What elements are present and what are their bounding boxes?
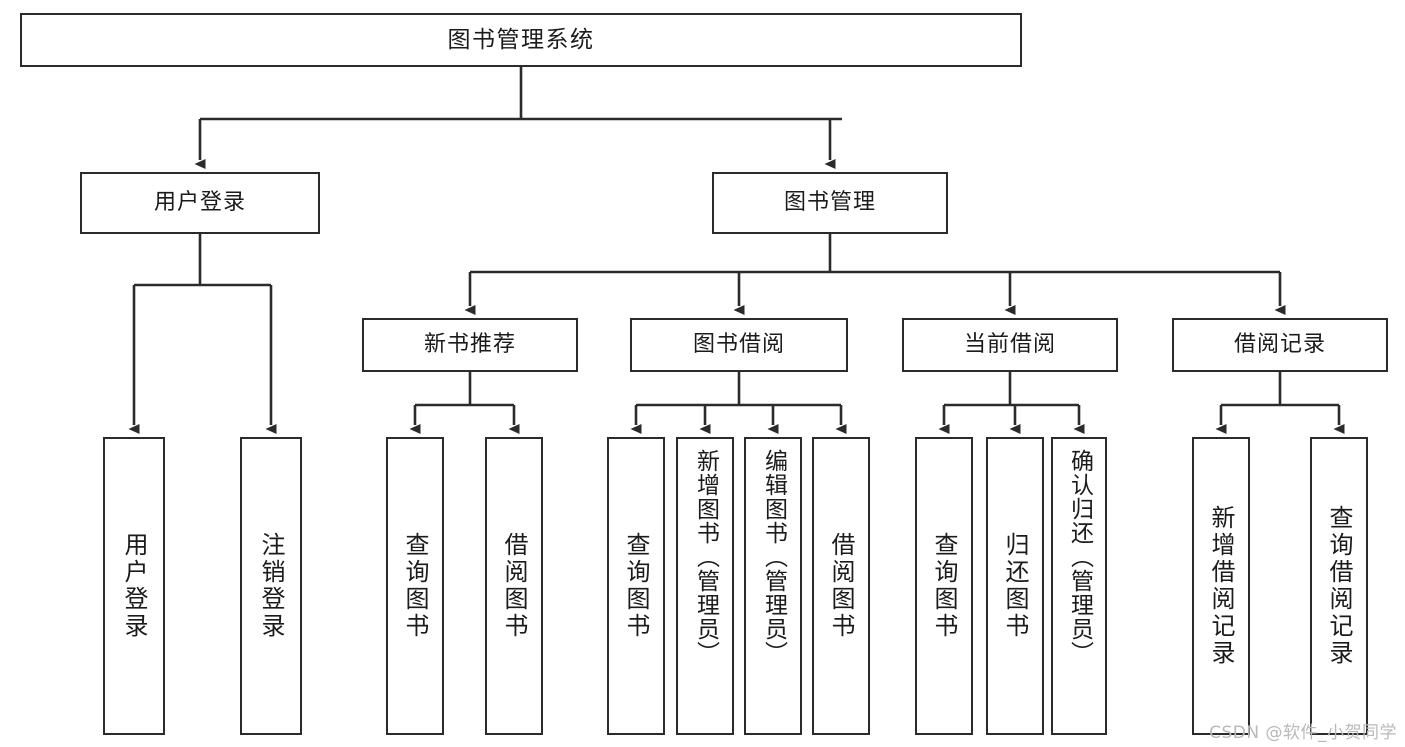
node-book-borrow[interactable]: 图书借阅 [630,318,848,372]
node-current-borrow[interactable]: 当前借阅 [902,318,1118,372]
node-leaf-borrow-book-rec[interactable]: 借阅图书 [485,437,543,735]
node-leaf-confirm-return[interactable]: 确认归还（管理员） [1051,437,1107,735]
node-user-login-label: 用户登录 [153,190,246,216]
node-current-borrow-label: 当前借阅 [963,332,1056,358]
node-leaf-query-book-current-label: 查询图书 [930,532,958,640]
node-leaf-borrow-book-borrow-label: 借阅图书 [827,532,855,640]
node-leaf-user-login-label: 用户登录 [120,532,148,640]
node-leaf-query-record[interactable]: 查询借阅记录 [1310,437,1368,735]
node-leaf-query-book-borrow[interactable]: 查询图书 [607,437,665,735]
node-new-book-rec[interactable]: 新书推荐 [362,318,578,372]
node-leaf-query-book-borrow-label: 查询图书 [622,532,650,640]
node-leaf-borrow-book-borrow[interactable]: 借阅图书 [812,437,870,735]
node-leaf-user-logout-label: 注销登录 [257,532,285,640]
node-leaf-confirm-return-label: 确认归还（管理员） [1066,449,1093,665]
node-leaf-add-book-label: 新增图书（管理员） [692,449,719,665]
node-leaf-borrow-book-rec-label: 借阅图书 [500,532,528,640]
node-book-manage-label: 图书管理 [783,190,876,216]
node-user-login[interactable]: 用户登录 [80,172,320,234]
node-book-borrow-label: 图书借阅 [692,332,785,358]
node-borrow-record[interactable]: 借阅记录 [1172,318,1388,372]
node-borrow-record-label: 借阅记录 [1233,332,1326,358]
node-leaf-return-book-label: 归还图书 [1001,532,1029,640]
node-leaf-return-book[interactable]: 归还图书 [986,437,1044,735]
node-leaf-user-logout[interactable]: 注销登录 [240,437,302,735]
node-book-manage[interactable]: 图书管理 [712,172,948,234]
node-leaf-add-record[interactable]: 新增借阅记录 [1192,437,1250,735]
node-root[interactable]: 图书管理系统 [20,13,1022,67]
node-leaf-add-record-label: 新增借阅记录 [1207,505,1235,667]
node-leaf-query-record-label: 查询借阅记录 [1325,505,1353,667]
watermark-text: CSDN @软件_小贺同学 [1209,723,1397,743]
node-leaf-query-book-rec[interactable]: 查询图书 [386,437,444,735]
node-leaf-add-book[interactable]: 新增图书（管理员） [676,437,734,735]
node-leaf-query-book-current[interactable]: 查询图书 [915,437,973,735]
node-new-book-rec-label: 新书推荐 [423,332,516,358]
node-leaf-query-book-rec-label: 查询图书 [401,532,429,640]
node-root-label: 图书管理系统 [447,26,595,53]
node-leaf-user-login[interactable]: 用户登录 [103,437,165,735]
node-leaf-edit-book-label: 编辑图书（管理员） [760,449,787,665]
node-leaf-edit-book[interactable]: 编辑图书（管理员） [744,437,802,735]
